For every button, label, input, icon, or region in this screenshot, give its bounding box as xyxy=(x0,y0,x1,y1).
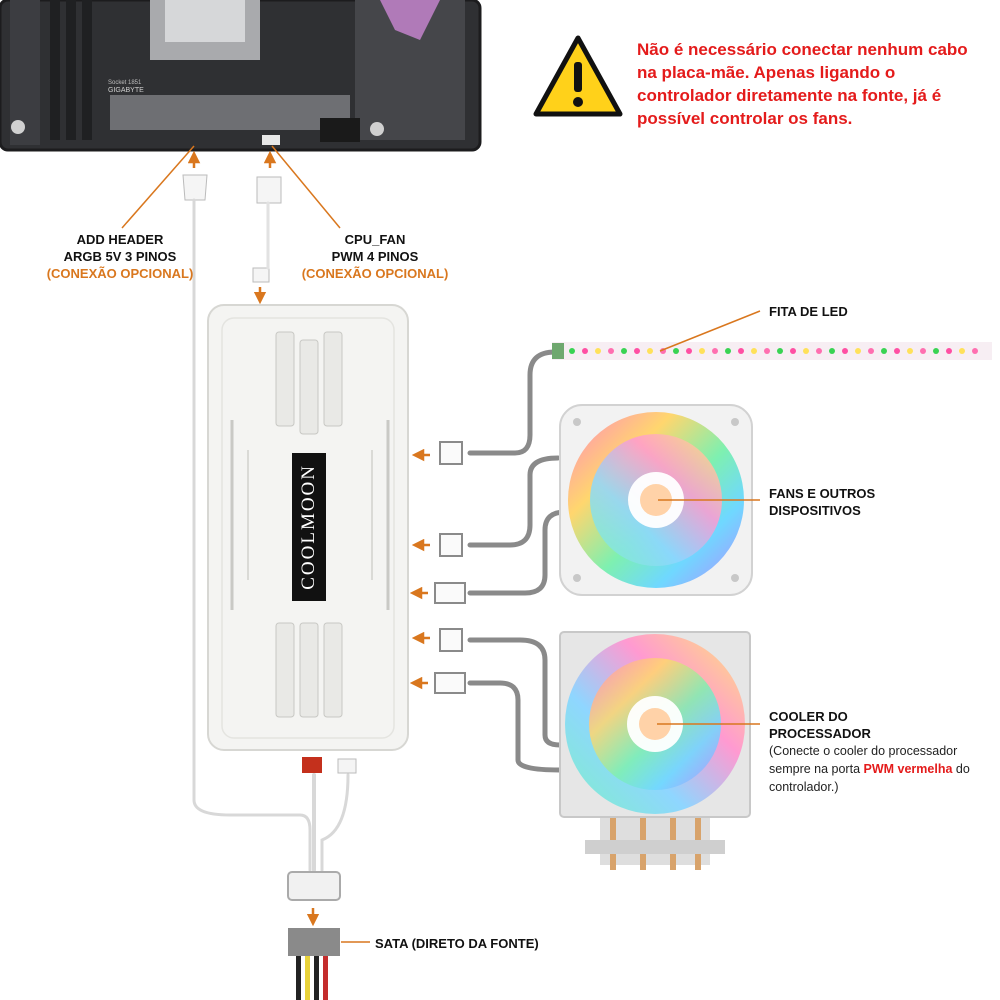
cooler-note-after: do controlador.) xyxy=(769,762,970,794)
led-strip-label: FITA DE LED xyxy=(769,304,848,319)
controller-brand-text: COOLMOON xyxy=(298,464,319,590)
argb-header-optional: (CONEXÃO OPCIONAL) xyxy=(46,266,194,281)
controller-brand-plate: COOLMOON xyxy=(292,453,326,601)
led-dot xyxy=(920,348,926,354)
led-dot xyxy=(790,348,796,354)
led-dot xyxy=(907,348,913,354)
led-dot xyxy=(816,348,822,354)
sata-label: SATA (DIRETO DA FONTE) xyxy=(375,936,539,951)
led-dot xyxy=(959,348,965,354)
led-dot xyxy=(803,348,809,354)
led-dot xyxy=(881,348,887,354)
fans-label: FANS E OUTROS DISPOSITIVOS xyxy=(769,485,875,519)
led-dot xyxy=(621,348,627,354)
led-dot xyxy=(933,348,939,354)
warning-text: Não é necessário conectar nenhum cabo na… xyxy=(637,40,968,128)
led-dot xyxy=(673,348,679,354)
cpu-fan-optional: (CONEXÃO OPCIONAL) xyxy=(301,266,449,281)
warning-triangle-icon xyxy=(533,35,623,117)
fans-line1: FANS E OUTROS xyxy=(769,486,876,501)
led-dot xyxy=(686,348,692,354)
fan-icon xyxy=(559,404,753,596)
cooler-line2: PROCESSADOR xyxy=(769,726,871,741)
cooler-note-highlight: PWM vermelha xyxy=(863,762,953,776)
led-dot xyxy=(595,348,601,354)
led-dot xyxy=(699,348,705,354)
cpu-fan-connector-icon xyxy=(252,176,282,283)
sata-connector-icon xyxy=(287,871,341,1000)
led-dot xyxy=(712,348,718,354)
fans-line2: DISPOSITIVOS xyxy=(769,503,861,518)
led-dot xyxy=(829,348,835,354)
led-dot xyxy=(738,348,744,354)
argb-header-line1: ADD HEADER xyxy=(76,232,164,247)
led-dot xyxy=(569,348,575,354)
led-dot xyxy=(725,348,731,354)
argb-connector-icon xyxy=(182,174,208,201)
cpu-fan-line1: CPU_FAN xyxy=(344,232,406,247)
led-dot xyxy=(582,348,588,354)
cooler-note: (Conecte o cooler do processador sempre … xyxy=(769,742,994,796)
led-dot xyxy=(894,348,900,354)
leader-line xyxy=(659,310,761,352)
led-dot xyxy=(608,348,614,354)
leader-line xyxy=(271,145,341,229)
led-dot xyxy=(946,348,952,354)
led-dot xyxy=(751,348,757,354)
led-dot xyxy=(647,348,653,354)
cooler-line1: COOLER DO xyxy=(769,709,848,724)
led-dot xyxy=(842,348,848,354)
cpu-fan-line2: PWM 4 PINOS xyxy=(331,249,419,264)
port-arrows xyxy=(409,448,430,690)
led-dot xyxy=(855,348,861,354)
led-dot xyxy=(868,348,874,354)
led-strip-icon xyxy=(552,342,992,360)
cpu-cooler-icon xyxy=(559,631,751,870)
led-dot xyxy=(777,348,783,354)
argb-header-label: ADD HEADER ARGB 5V 3 PINOS (CONEXÃO OPCI… xyxy=(20,231,220,282)
cables xyxy=(192,198,568,872)
argb-header-line2: ARGB 5V 3 PINOS xyxy=(63,249,177,264)
hub-ports xyxy=(434,441,466,694)
cooler-label: COOLER DO PROCESSADOR xyxy=(769,708,871,742)
led-dot xyxy=(634,348,640,354)
motherboard-socket-text: Socket 1851 xyxy=(108,80,142,86)
motherboard-brand-text: GIGABYTE xyxy=(108,87,144,94)
led-dot xyxy=(764,348,770,354)
led-dot xyxy=(972,348,978,354)
cpu-fan-label: CPU_FAN PWM 4 PINOS (CONEXÃO OPCIONAL) xyxy=(275,231,475,282)
motherboard-image: GIGABYTE Socket 1851 xyxy=(0,0,482,152)
cooler-note-before: (Conecte o cooler do processador sempre … xyxy=(769,744,958,776)
leader-line xyxy=(121,145,195,229)
